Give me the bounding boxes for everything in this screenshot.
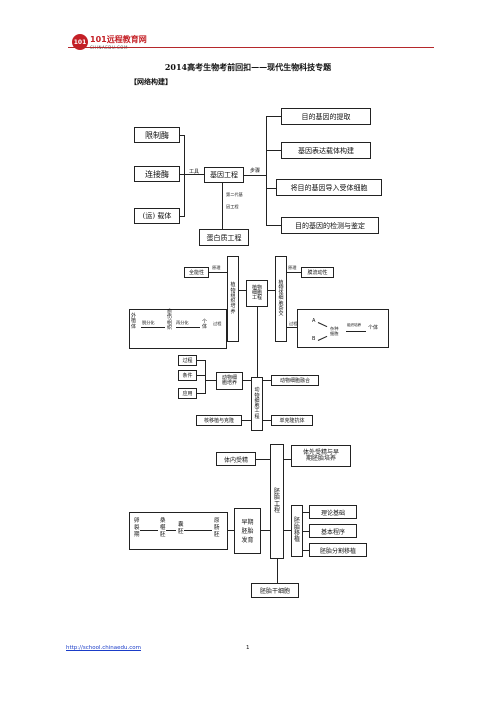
principle-label: 原理	[212, 265, 221, 270]
process-box: 过程	[178, 355, 197, 366]
hybrid-individual-label: 个体	[368, 325, 379, 331]
explant-label: 外植体	[131, 313, 137, 330]
restriction-enzyme-box: 限制酶	[134, 127, 180, 143]
protein-engineering-box: 蛋白质工程	[199, 229, 249, 246]
embryo-engineering-box: 胚胎工程	[270, 444, 284, 559]
second-gen-label: 第二代基因工程	[226, 192, 243, 210]
cell-a-label: A	[312, 318, 316, 324]
hybrid-cell-label: 杂种细胞	[330, 326, 339, 337]
cell-b-label: B	[312, 336, 316, 342]
animal-cell-fusion-box: 动物细胞融合	[271, 375, 319, 386]
blastocyst-stage: 囊胚	[178, 522, 184, 536]
condition-box: 条件	[178, 370, 197, 381]
step-gene-extraction: 目的基因的提取	[281, 108, 371, 125]
step-detection: 目的基因的检测与鉴定	[281, 217, 379, 234]
process-label: 过程	[213, 321, 222, 326]
application-box: 应用	[178, 388, 197, 399]
logo-mark: 101	[72, 34, 88, 50]
gene-engineering-box: 基因工程	[204, 167, 244, 183]
section-heading: 【网络构建】	[130, 77, 172, 86]
embryonic-stem-cell-box: 胚胎干细胞	[251, 583, 299, 598]
early-embryo-development-box: 早期胚胎发育	[234, 508, 261, 554]
in-vitro-fertilization-box: 体外受精与早期胚胎培养	[291, 445, 351, 467]
totipotency-box: 全能性	[184, 267, 209, 278]
plant-somatic-hybrid-box: 植物体细胞杂交	[275, 256, 287, 342]
logo-text-cn: 101远程教育网	[90, 35, 147, 44]
tools-label: 工具	[189, 169, 200, 175]
animal-cell-culture-box: 动物细胞培养	[216, 372, 243, 390]
header-rule	[68, 47, 434, 48]
plant-cell-engineering-box: 植物细胞工程	[246, 280, 268, 307]
ligase-box: 连接酶	[134, 166, 180, 182]
in-vivo-fertilization-box: 体内受精	[216, 452, 256, 466]
embryo-split-box: 胚胎分割移植	[309, 543, 367, 557]
nuclear-transfer-box: 核移植与克隆	[196, 415, 242, 426]
membrane-fluidity-box: 膜流动性	[301, 267, 334, 278]
step-vector-construction: 基因表达载体构建	[281, 142, 371, 159]
hybrid-process-frame	[297, 309, 389, 348]
plant-tissue-culture-box: 植物组织培养	[227, 256, 239, 342]
steps-label: 步骤	[250, 168, 261, 174]
embryo-stages-frame	[129, 512, 228, 550]
process2-label: 过程	[289, 321, 298, 326]
callus-label: 愈伤组织	[167, 309, 173, 331]
vector-box: (运) 载体	[134, 208, 180, 224]
cleavage-stage: 卵裂期	[134, 518, 140, 539]
dediff-label: 脱分化	[142, 320, 155, 325]
step-introduce-gene: 将目的基因导入受体细胞	[276, 179, 382, 196]
footer-url[interactable]: http://school.chinaedu.com	[66, 645, 141, 651]
individual-label: 个体	[202, 319, 208, 331]
embryo-transfer-box: 胚胎移植	[291, 505, 303, 557]
tissue-culture-note: 组织培养	[347, 322, 362, 327]
basic-procedure-box: 基本程序	[309, 524, 357, 538]
tissue-process-frame	[129, 309, 227, 349]
monoclonal-antibody-box: 单克隆抗体	[271, 415, 313, 426]
morula-stage: 桑椹胚	[160, 518, 166, 539]
page-title: 2014高考生物考前回扣——现代生物科技专题	[164, 62, 332, 72]
theory-basis-box: 理论基础	[309, 505, 357, 519]
page-number: 1	[246, 645, 250, 651]
rediff-label: 再分化	[176, 320, 189, 325]
gastrula-stage: 原肠胚	[214, 518, 220, 539]
animal-cell-engineering-box: 动物细胞工程	[251, 377, 263, 431]
principle2-label: 原理	[288, 265, 297, 270]
